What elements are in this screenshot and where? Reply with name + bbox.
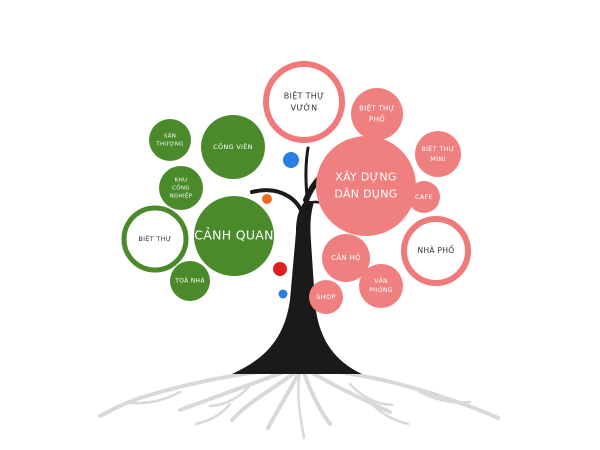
node-can-ho: CĂN HỘ — [322, 234, 370, 282]
root-branch — [194, 402, 232, 426]
node-circle — [149, 119, 191, 161]
node-label: CĂN HỘ — [331, 253, 361, 262]
node-label: VĂN — [374, 278, 388, 285]
node-label: KHU — [175, 178, 188, 184]
node-circle — [170, 261, 210, 301]
node-label: NHÀ PHỐ — [418, 245, 455, 255]
node-circle — [408, 181, 440, 213]
node-label: SÂN — [164, 133, 176, 140]
diagram-nodes: CẢNH QUAN CÔNG VIÊN SÂN THƯỢNG KHUCÔNGNGHIỆP… — [121, 61, 471, 314]
root-branch — [208, 383, 252, 408]
root-branch — [370, 402, 410, 426]
node-circle — [263, 61, 345, 143]
node-san-thuong: SÂN THƯỢNG — [149, 119, 191, 161]
root-branch — [306, 366, 500, 420]
node-biet-thu: BIỆT THỰ — [121, 205, 189, 273]
decorative-dot — [262, 194, 272, 204]
node-shop: SHOP — [309, 280, 343, 314]
node-circle — [359, 264, 403, 308]
node-van-phong: VĂN PHÒNG — [359, 264, 403, 308]
node-label: CAFE — [415, 193, 433, 201]
node-label: PHÒNG — [369, 287, 393, 294]
node-circle — [401, 216, 471, 286]
node-circle — [316, 136, 416, 236]
decorative-dot — [283, 152, 299, 168]
root-branch — [130, 390, 182, 405]
node-nha-pho: NHÀ PHỐ — [401, 216, 471, 286]
node-label: CÔNG — [172, 185, 190, 192]
node-label: SHOP — [316, 293, 335, 301]
node-circle — [322, 234, 370, 282]
root-branch — [297, 370, 306, 440]
node-circle — [415, 131, 461, 177]
decorative-dots — [262, 152, 299, 299]
node-circle — [201, 115, 265, 179]
root-branch — [266, 368, 302, 430]
tree-roots — [98, 366, 500, 440]
node-circle — [159, 166, 203, 210]
node-circle — [351, 88, 403, 140]
node-label: TOÀ NHÀ — [174, 278, 205, 285]
node-label: VƯỜN — [291, 102, 318, 113]
node-label: XÂY DỰNG — [335, 171, 396, 184]
node-label: CẢNH QUAN — [194, 227, 274, 243]
decorative-dot — [278, 289, 288, 299]
node-label: MINI — [430, 155, 446, 163]
node-label: DÂN DỤNG — [334, 188, 397, 201]
node-circle — [121, 205, 189, 273]
node-circle — [309, 280, 343, 314]
node-cong-vien: CÔNG VIÊN — [201, 115, 265, 179]
root-branch — [348, 382, 394, 407]
node-label: PHỐ — [369, 114, 385, 124]
root-branch — [301, 368, 332, 426]
decorative-dot — [273, 262, 287, 276]
node-cafe: CAFE — [408, 181, 440, 213]
node-label: BIỆT THỰ — [284, 90, 325, 102]
root-branch — [418, 390, 472, 404]
tree-branch — [304, 146, 310, 198]
node-circle — [194, 196, 274, 276]
node-canh-quan: CẢNH QUAN — [194, 196, 274, 276]
tree-trunk-body — [232, 200, 362, 374]
tree-branch — [250, 188, 303, 212]
root-branch — [98, 366, 294, 418]
node-label: CÔNG VIÊN — [213, 142, 253, 151]
root-branch — [230, 368, 300, 422]
node-label: BIỆT THỰ — [359, 104, 395, 113]
node-label: BIỆT THỰ — [421, 144, 454, 153]
node-label: BIỆT THỰ — [138, 234, 171, 243]
node-xay-dung-dan-dung: XÂY DỰNG DÂN DỤNG — [316, 136, 416, 236]
node-toa-nha: TOÀ NHÀ — [170, 261, 210, 301]
node-biet-thu-mini: BIỆT THỰ MINI — [415, 131, 461, 177]
node-label: NGHIỆP — [170, 192, 193, 200]
node-label: THƯỢNG — [155, 142, 183, 148]
